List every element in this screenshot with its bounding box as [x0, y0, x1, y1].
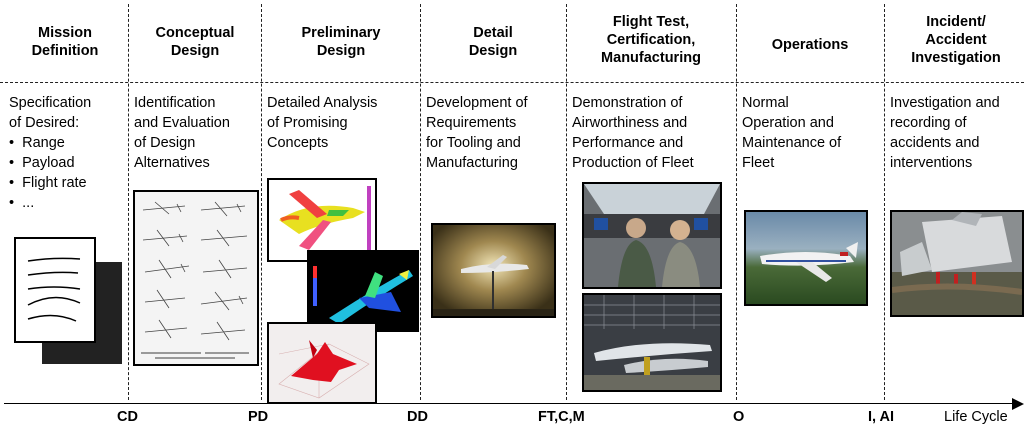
assembly-hangar-image	[582, 293, 722, 392]
phase-divider-2	[261, 4, 262, 400]
bullet-item: • Flight rate	[9, 175, 87, 191]
phase-title-flight-test: Flight Test,Certification,Manufacturing	[601, 14, 701, 66]
phase-divider-4	[566, 4, 567, 400]
conceptual-sketches-image	[133, 190, 259, 366]
phase-divider-1	[128, 4, 129, 400]
stress-analysis-image	[267, 178, 377, 262]
document-icon	[14, 237, 96, 343]
wind-tunnel-image	[431, 223, 556, 318]
mesh-model-image	[267, 322, 377, 404]
phase-desc-mission-definition: Specification of Desired: • Range • Payl…	[9, 95, 92, 211]
milestone-dd: DD	[407, 409, 428, 425]
bullet-item: • ...	[9, 195, 35, 211]
axis-label: Life Cycle	[944, 409, 1008, 425]
phase-title-operations: Operations	[771, 37, 849, 53]
phase-divider-3	[420, 4, 421, 400]
milestone-ftcm: FT,C,M	[538, 409, 585, 425]
milestone-i-ai: I, AI	[868, 409, 895, 425]
cockpit-image	[582, 182, 722, 289]
bullet-item: • Payload	[9, 155, 75, 171]
crash-site-image	[890, 210, 1024, 317]
milestone-o: O	[733, 409, 745, 425]
airliner-in-flight-image	[744, 210, 868, 306]
life-cycle-axis	[4, 403, 1014, 404]
milestone-cd: CD	[117, 409, 138, 425]
phase-divider-6	[884, 4, 885, 400]
bullet-item: • Range	[9, 135, 65, 151]
header-divider	[0, 82, 1024, 83]
phase-divider-5	[736, 4, 737, 400]
cfd-analysis-image	[307, 250, 419, 332]
arrow-right-icon	[1012, 398, 1024, 410]
milestone-pd: PD	[248, 409, 269, 425]
